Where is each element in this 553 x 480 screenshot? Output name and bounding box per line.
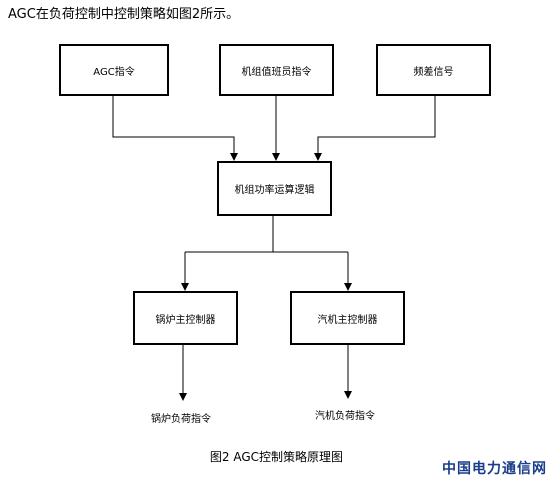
arrow-agc-to-logic	[112, 96, 238, 161]
power-logic-box: 机组功率运算逻辑	[217, 161, 332, 216]
arrow-frequency-to-logic	[314, 96, 436, 161]
agc-command-box: AGC指令	[59, 44, 169, 96]
turbine-master-controller-box: 汽机主控制器	[290, 291, 405, 345]
intro-text: AGC在负荷控制中控制策略如图2所示。	[8, 7, 240, 22]
turbine-load-command-label: 汽机负荷指令	[315, 411, 375, 422]
frequency-signal-box: 频差信号	[376, 44, 491, 96]
boiler-master-controller-box: 锅炉主控制器	[133, 291, 238, 345]
unit-operator-command-box: 机组值班员指令	[219, 44, 334, 96]
boiler-load-command-label: 锅炉负荷指令	[151, 414, 211, 425]
figure-caption: 图2 AGC控制策略原理图	[209, 450, 344, 464]
watermark-logo: 中国电力通信网	[442, 461, 547, 477]
